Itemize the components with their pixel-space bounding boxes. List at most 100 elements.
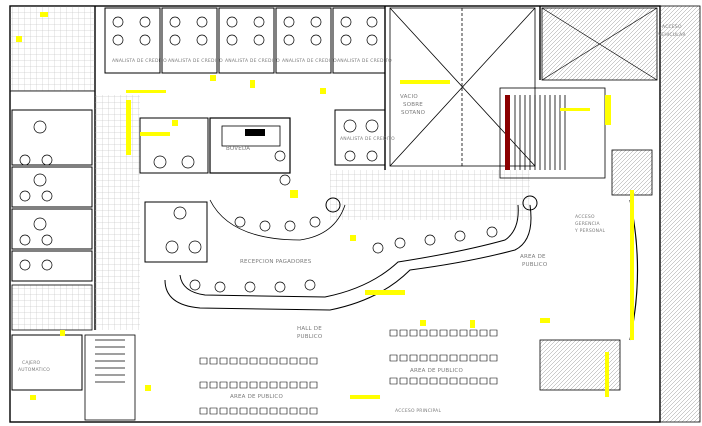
seat <box>309 407 318 415</box>
seat <box>479 377 488 385</box>
lower-stair <box>84 334 136 421</box>
seat <box>389 329 398 337</box>
seat <box>469 329 478 337</box>
column <box>522 195 538 211</box>
seat <box>389 377 398 385</box>
seat <box>479 354 488 362</box>
corridor-tiles <box>95 95 140 330</box>
seat <box>399 329 408 337</box>
label-acceso-gerencia-3: Y PERSONAL <box>574 228 606 234</box>
seat <box>199 381 208 389</box>
seat <box>299 407 308 415</box>
label-hall-2: PUBLICO <box>297 334 323 340</box>
label-analista-4: ANALISTA DE CREDITO <box>282 58 337 64</box>
seat <box>459 354 468 362</box>
seat <box>479 329 488 337</box>
toilet-tiles <box>9 5 96 92</box>
seat <box>209 407 218 415</box>
room-labels: ANALISTA DE CREDITO ANALISTA DE CREDITO … <box>18 24 686 414</box>
seat <box>229 357 238 365</box>
seat <box>459 329 468 337</box>
seat <box>279 407 288 415</box>
cubicle-chairs <box>112 16 378 46</box>
seat <box>219 381 228 389</box>
mid-office-chairs <box>153 119 379 254</box>
seat <box>399 354 408 362</box>
seat <box>469 354 478 362</box>
seat <box>459 377 468 385</box>
label-vacio: VACIO <box>400 94 418 100</box>
seat <box>439 329 448 337</box>
label-analista-1: ANALISTA DE CREDITO <box>112 58 167 64</box>
public-seating <box>199 329 498 415</box>
label-recepcion: RECEPCION PAGADORES <box>240 259 312 265</box>
seat <box>289 357 298 365</box>
seat <box>409 329 418 337</box>
seat <box>259 357 268 365</box>
label-boveda: BOVEDA <box>226 146 250 152</box>
stair-core <box>499 87 653 196</box>
label-acceso-veh-1: ACCESO <box>662 24 682 30</box>
seat <box>209 381 218 389</box>
label-area-publico-r2: PUBLICO <box>522 262 548 268</box>
label-analista-2: ANALISTA DE CREDITO <box>168 58 223 64</box>
seat <box>279 357 288 365</box>
seat <box>409 377 418 385</box>
seat <box>309 381 318 389</box>
label-cajero-2: AUTOMATICO <box>18 367 50 373</box>
seat <box>419 354 428 362</box>
seat <box>469 377 478 385</box>
seat <box>249 407 258 415</box>
label-sotano: SOTANO <box>401 110 426 116</box>
seat <box>419 377 428 385</box>
seat <box>249 381 258 389</box>
seat <box>309 357 318 365</box>
seat <box>219 407 228 415</box>
label-analista-3: ANALISTA DE CREDITO <box>225 58 280 64</box>
seat <box>449 377 458 385</box>
label-analista-6: ANALISTA DE CREDITO <box>340 136 395 142</box>
seat <box>489 377 498 385</box>
seat <box>489 329 498 337</box>
label-cajero-1: CAJERO <box>22 360 41 366</box>
seat <box>289 381 298 389</box>
stair-tiles <box>11 284 93 331</box>
seat <box>269 381 278 389</box>
label-sobre: SOBRE <box>403 102 423 108</box>
seat <box>449 329 458 337</box>
label-acceso-principal: ACCESO PRINCIPAL <box>395 408 441 414</box>
seat <box>399 377 408 385</box>
label-acceso-veh-2: VEHICULAR <box>658 32 686 38</box>
seat <box>219 357 228 365</box>
label-area-publico-b: AREA DE PUBLICO <box>230 394 283 400</box>
seat <box>389 354 398 362</box>
label-hall-1: HALL DE <box>297 326 322 332</box>
vault-door <box>245 129 265 136</box>
seat <box>429 354 438 362</box>
seat <box>439 377 448 385</box>
label-acceso-gerencia-1: ACCESO <box>575 214 595 220</box>
left-office-chairs <box>19 120 53 271</box>
seat <box>199 407 208 415</box>
seat <box>209 357 218 365</box>
seat <box>199 357 208 365</box>
analyst-cubicles <box>104 7 386 74</box>
vehicular-access-strip <box>659 5 701 423</box>
seat <box>429 377 438 385</box>
seat <box>299 381 308 389</box>
cajero-room <box>11 334 83 391</box>
teller-counter <box>164 199 532 311</box>
annotation-marks <box>16 12 634 400</box>
seat <box>279 381 288 389</box>
seat <box>269 357 278 365</box>
seat <box>239 357 248 365</box>
seat <box>229 407 238 415</box>
seat <box>259 381 268 389</box>
void-over-basement <box>389 7 536 167</box>
seat <box>429 329 438 337</box>
seat <box>449 354 458 362</box>
corridor-tiles-2 <box>330 170 530 220</box>
mid-offices <box>139 109 386 263</box>
label-analista-5: ANALISTA DE CREDITO <box>337 58 392 64</box>
seat <box>419 329 428 337</box>
